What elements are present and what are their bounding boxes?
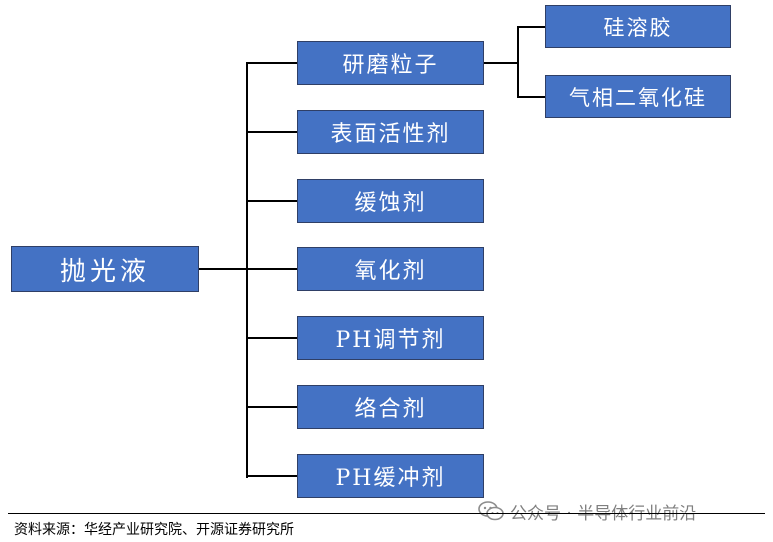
root-node: 抛光液 <box>11 246 199 292</box>
component-node-oxidizer: 氧化剂 <box>297 247 484 291</box>
wechat-icon <box>478 501 504 521</box>
component-label: 氧化剂 <box>354 259 427 284</box>
branch-line-ph-adjuster <box>246 337 297 339</box>
component-label: 研磨粒子 <box>342 53 439 78</box>
branch-line-abrasive <box>246 62 297 64</box>
component-label: PH缓冲剂 <box>335 466 446 491</box>
subtype-label: 气相二氧化硅 <box>569 85 707 110</box>
component-label: 表面活性剂 <box>330 122 451 147</box>
subtype-node-fumed-silica: 气相二氧化硅 <box>545 75 731 118</box>
component-label: PH调节剂 <box>335 328 446 353</box>
component-node-surfactant: 表面活性剂 <box>297 110 484 154</box>
component-label: 络合剂 <box>354 397 427 422</box>
source-note: 资料来源：华经产业研究院、开源证券研究所 <box>14 522 294 538</box>
component-label: 缓蚀剂 <box>354 191 427 216</box>
branch-line-oxidizer <box>246 268 297 270</box>
watermark: 公众号 · 半导体行业前沿 <box>478 497 696 525</box>
component-node-ph-adjuster: PH调节剂 <box>297 316 484 360</box>
component-node-ph-buffer: PH缓冲剂 <box>297 454 484 498</box>
root-connector <box>198 268 247 270</box>
component-node-inhibitor: 缓蚀剂 <box>297 179 484 223</box>
subtype-label: 硅溶胶 <box>603 15 673 40</box>
branch-line-surfactant <box>246 131 297 133</box>
root-label: 抛光液 <box>59 256 150 287</box>
branch-line-ph-buffer <box>246 475 297 477</box>
abrasive-connector <box>484 62 518 64</box>
subbranch-line-silica-sol <box>517 26 545 28</box>
subtype-node-silica-sol: 硅溶胶 <box>545 5 731 48</box>
trunk-line <box>246 62 248 478</box>
component-node-abrasive: 研磨粒子 <box>297 41 484 85</box>
footer-rule <box>8 513 765 514</box>
component-node-complexing: 络合剂 <box>297 385 484 429</box>
branch-line-inhibitor <box>246 200 297 202</box>
branch-line-complexing <box>246 406 297 408</box>
watermark-text: 公众号 · 半导体行业前沿 <box>510 503 697 524</box>
abrasive-trunk <box>517 26 519 97</box>
subbranch-line-fumed-silica <box>517 96 545 98</box>
